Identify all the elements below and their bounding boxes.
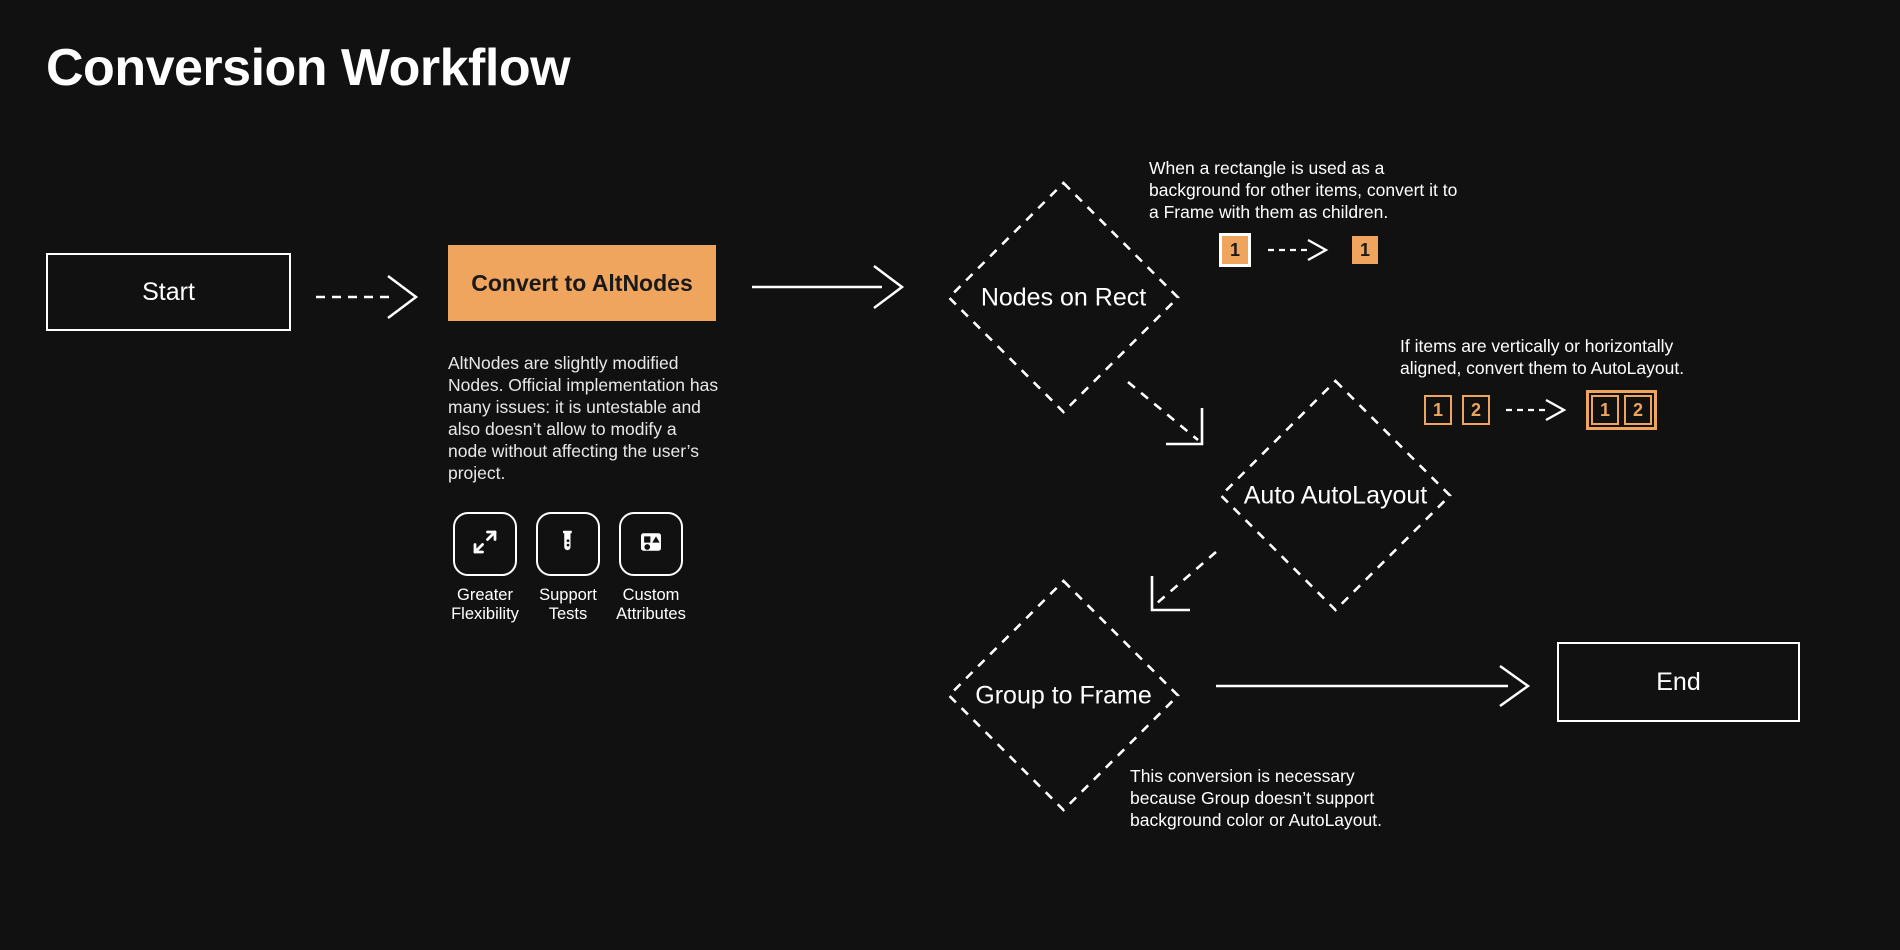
node-convert-to-altnodes[interactable]: Convert to AltNodes xyxy=(448,245,716,321)
edge-auto-autolayout-to-group-to-frame xyxy=(1150,551,1217,612)
node-end-label: End xyxy=(1656,667,1701,696)
badge-before-1: 1 xyxy=(1424,395,1452,425)
feature-support-tests[interactable]: Support Tests xyxy=(535,512,601,624)
badge-pair-before: 1 2 xyxy=(1424,395,1490,425)
feature-card xyxy=(453,512,517,576)
feature-card xyxy=(536,512,600,576)
node-nodes-on-rect[interactable]: Nodes on Rect xyxy=(946,180,1181,415)
feature-list: Greater Flexibility Support Tests xyxy=(451,512,686,624)
annotation-auto-autolayout-badges: 1 2 1 2 xyxy=(1424,390,1657,430)
node-nodes-on-rect-label: Nodes on Rect xyxy=(980,283,1147,311)
edge-start-to-convert xyxy=(316,275,419,319)
feature-greater-flexibility[interactable]: Greater Flexibility xyxy=(451,512,519,624)
node-convert-label: Convert to AltNodes xyxy=(471,269,693,296)
convert-description: AltNodes are slightly modified Nodes. Of… xyxy=(448,353,719,483)
badge-before-2: 2 xyxy=(1462,395,1490,425)
diamond-outline xyxy=(947,579,1180,812)
diamond-outline xyxy=(1219,379,1452,612)
feature-label: Greater Flexibility xyxy=(451,586,519,623)
badge-after-1: 1 xyxy=(1591,395,1619,425)
page-title: Conversion Workflow xyxy=(46,39,571,97)
node-start-label: Start xyxy=(142,277,195,306)
edge-nodes-on-rect-to-auto-autolayout xyxy=(1127,380,1204,446)
feature-card xyxy=(619,512,683,576)
mini-dashed-arrow-icon xyxy=(1506,399,1567,421)
diamond-outline xyxy=(947,181,1180,414)
annotation-nodes-on-rect-text: When a rectangle is used as a background… xyxy=(1149,158,1458,222)
node-end[interactable]: End xyxy=(1557,642,1800,722)
node-group-to-frame[interactable]: Group to Frame xyxy=(946,578,1181,813)
test-tube-icon xyxy=(553,527,583,562)
node-group-to-frame-label: Group to Frame xyxy=(975,681,1152,709)
badge-after-2: 2 xyxy=(1624,395,1652,425)
mini-dashed-arrow-icon xyxy=(1268,239,1329,261)
expand-arrows-icon xyxy=(470,527,500,562)
node-auto-autolayout[interactable]: Auto AutoLayout xyxy=(1218,378,1453,613)
edge-group-to-frame-to-end xyxy=(1216,664,1531,708)
annotation-group-to-frame-text: This conversion is necessary because Gro… xyxy=(1130,766,1382,830)
annotation-nodes-on-rect-badges: 1 1 xyxy=(1219,233,1378,267)
feature-label: Custom Attributes xyxy=(616,586,686,623)
badge-after-1: 1 xyxy=(1352,236,1378,264)
edge-convert-to-nodes-on-rect xyxy=(752,265,905,309)
badge-group-after: 1 2 xyxy=(1586,390,1657,430)
shapes-icon xyxy=(636,527,666,562)
feature-label: Support Tests xyxy=(539,586,597,623)
node-start[interactable]: Start xyxy=(46,253,291,331)
node-auto-autolayout-label: Auto AutoLayout xyxy=(1243,481,1428,509)
annotation-auto-autolayout-text: If items are vertically or horizontally … xyxy=(1400,336,1685,378)
badge-before-1: 1 xyxy=(1219,233,1251,267)
feature-custom-attributes[interactable]: Custom Attributes xyxy=(616,512,686,624)
